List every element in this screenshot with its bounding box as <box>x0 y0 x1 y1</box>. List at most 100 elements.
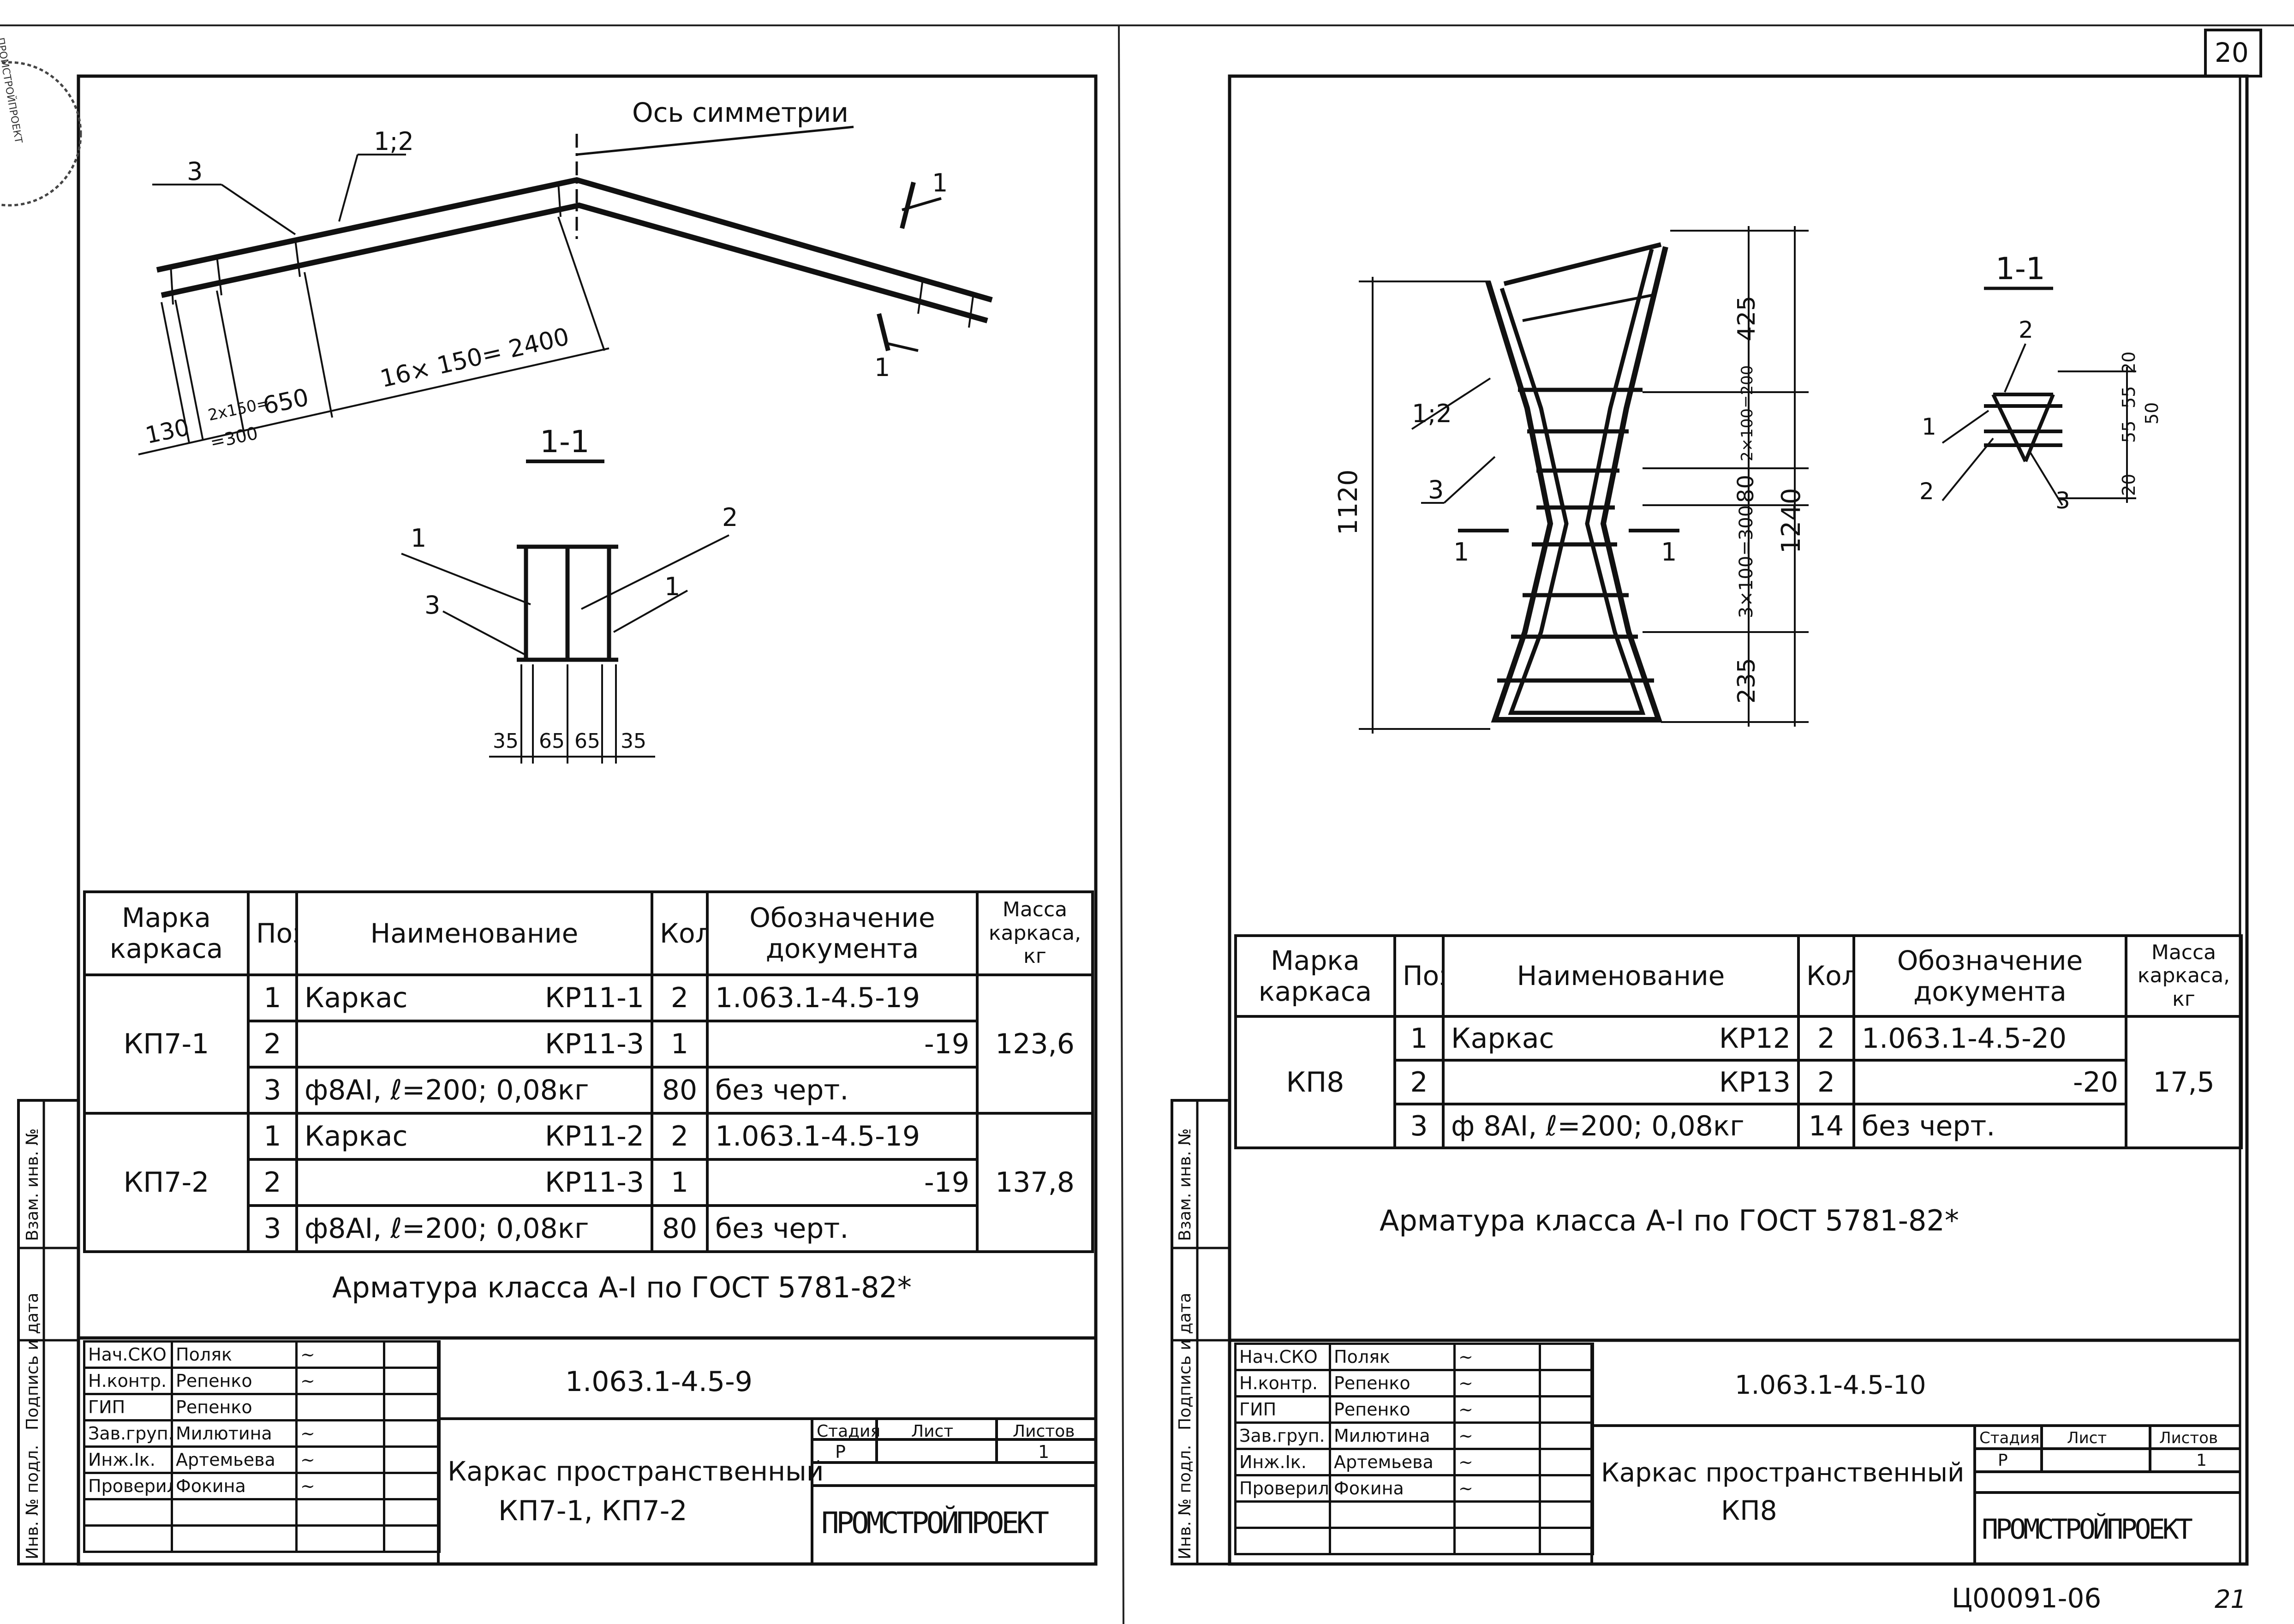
left-sec-label-1: 1 <box>411 524 427 553</box>
qty-cell: 2 <box>651 1112 709 1161</box>
qty-cell: 80 <box>651 1204 709 1253</box>
left-sec-label-3: 3 <box>424 591 441 620</box>
right-stage-value: Р <box>1998 1451 2008 1470</box>
role-cell: ГИП <box>83 1393 173 1421</box>
signature: ~ <box>1453 1474 1541 1503</box>
right-label-3: 3 <box>1428 475 1444 504</box>
role-cell: Н.контр. <box>83 1367 173 1395</box>
name-cell: КР13 <box>1442 1059 1800 1105</box>
right-hdr-mark: Марка каркаса <box>1234 934 1396 1018</box>
signature: ~ <box>295 1472 385 1500</box>
right-section-title: 1-1 <box>1995 251 2045 287</box>
left-dim-a: 35 <box>493 729 519 753</box>
table-row: 3 ф 8АI, ℓ=200; 0,08кг 14 без черт. <box>1236 1103 2241 1149</box>
right-side-label-1: Взам. инв. № <box>1176 1128 1195 1241</box>
pos-cell: 1 <box>247 973 298 1022</box>
right-sec-label-2b: 2 <box>1919 478 1934 505</box>
doc-cell: без черт. <box>1852 1103 2127 1149</box>
left-sheets-header: Листов <box>1013 1422 1075 1441</box>
right-side-label-2: Подпись и дата <box>1176 1292 1195 1430</box>
right-spec-table: Марка каркаса Поз. Наименование Кол. Обо… <box>1234 934 2243 1149</box>
right-doc-title: Каркас пространственный <box>1601 1458 1965 1488</box>
qty-cell: 2 <box>1797 1015 1855 1062</box>
left-sheet-header: Лист <box>911 1422 954 1441</box>
signature: ~ <box>1453 1395 1541 1424</box>
left-doc-code: 1.063.1-4.5-9 <box>565 1366 753 1398</box>
role-cell: Проверил <box>1234 1474 1331 1503</box>
table-row: 3 ф8АI, ℓ=200; 0,08кг 80 без черт. <box>84 1066 1093 1115</box>
role-cell: ГИП <box>1234 1395 1331 1424</box>
pos-cell: 2 <box>247 1020 298 1069</box>
left-label-3: 3 <box>187 157 203 186</box>
right-hdr-name: Наименование <box>1442 934 1800 1018</box>
mark-cell: КП7-2 <box>83 1112 250 1253</box>
mark-cell: КП8 <box>1234 1015 1396 1149</box>
name-cell: Репенко <box>171 1367 298 1395</box>
left-stage-value: Р <box>835 1442 846 1462</box>
right-hdr-pos: Поз. <box>1393 934 1445 1018</box>
left-sec-label-2: 2 <box>722 503 738 532</box>
table-row: 2 КР11-3 1 -19 <box>84 1020 1093 1069</box>
left-spec-table: Марка каркаса Поз. Наименование Кол. Обо… <box>83 890 1094 1253</box>
left-section-title: 1-1 <box>540 424 590 460</box>
pos-cell: 1 <box>1393 1015 1445 1062</box>
left-hdr-qty: Кол. <box>651 890 709 976</box>
left-doc-title: Каркас пространственный <box>448 1456 824 1487</box>
left-hdr-mass: Масса каркаса, кг <box>976 890 1094 976</box>
left-cut-label-bottom: 1 <box>874 353 890 382</box>
left-hdr-mark: Марка каркаса <box>83 890 250 976</box>
qty-cell: 80 <box>651 1066 709 1115</box>
left-axis-label: Ось симметрии <box>632 97 848 128</box>
table-row: 2 КР11-3 1 -19 <box>84 1158 1093 1207</box>
left-hdr-doc: Обозначение документа <box>706 890 979 976</box>
name-cell: ф8АI, ℓ=200; 0,08кг <box>295 1066 653 1115</box>
right-doc-subtitle: КП8 <box>1721 1495 1777 1526</box>
name-cell: Артемьева <box>171 1445 298 1474</box>
role-cell: Н.контр. <box>1234 1369 1331 1397</box>
qty-cell: 2 <box>1797 1059 1855 1105</box>
pos-cell: 2 <box>247 1158 298 1207</box>
left-dim-b: 65 <box>539 729 565 753</box>
left-sec-label-1b: 1 <box>664 572 681 601</box>
qty-cell: 1 <box>651 1158 709 1207</box>
name-cell: Артемьева <box>1329 1448 1456 1476</box>
right-hdr-mass: Масса каркаса, кг <box>2125 934 2243 1018</box>
bottom-page-number: 21 <box>2215 1585 2246 1614</box>
pos-cell: 1 <box>247 1112 298 1161</box>
table-row: 2 КР13 2 -20 <box>1236 1059 2241 1105</box>
name-cell: Фокина <box>171 1472 298 1500</box>
role-cell: Зав.груп. <box>1234 1421 1331 1450</box>
table-row: 3 ф8АI, ℓ=200; 0,08кг 80 без черт. <box>84 1204 1093 1253</box>
doc-cell: 1.063.1-4.5-20 <box>1852 1015 2127 1062</box>
signature: ~ <box>1453 1343 1541 1371</box>
sheet-number: 20 <box>2215 37 2249 68</box>
right-sheet-header: Лист <box>2067 1429 2107 1447</box>
name-cell: ф 8АI, ℓ=200; 0,08кг <box>1442 1103 1800 1149</box>
signature: ~ <box>1453 1369 1541 1397</box>
qty-cell: 1 <box>651 1020 709 1069</box>
right-sheets-header: Листов <box>2159 1429 2218 1447</box>
left-hdr-pos: Поз. <box>247 890 298 976</box>
left-label-slope: 1;2 <box>374 127 414 156</box>
name-cell: Поляк <box>1329 1343 1456 1371</box>
role-cell: Нач.СКО <box>1234 1343 1331 1371</box>
name-cell: КР11-3 <box>295 1020 653 1069</box>
role-cell: Нач.СКО <box>83 1340 173 1369</box>
name-cell: Милютина <box>1329 1421 1456 1450</box>
role-cell: Зав.груп. <box>83 1419 173 1448</box>
name-cell: Поляк <box>171 1340 298 1369</box>
name-cell: КР11-3 <box>295 1158 653 1207</box>
mark-cell: КП7-1 <box>83 973 250 1115</box>
qty-cell: 14 <box>1797 1103 1855 1149</box>
role-cell: Инж.Iк. <box>1234 1448 1331 1476</box>
